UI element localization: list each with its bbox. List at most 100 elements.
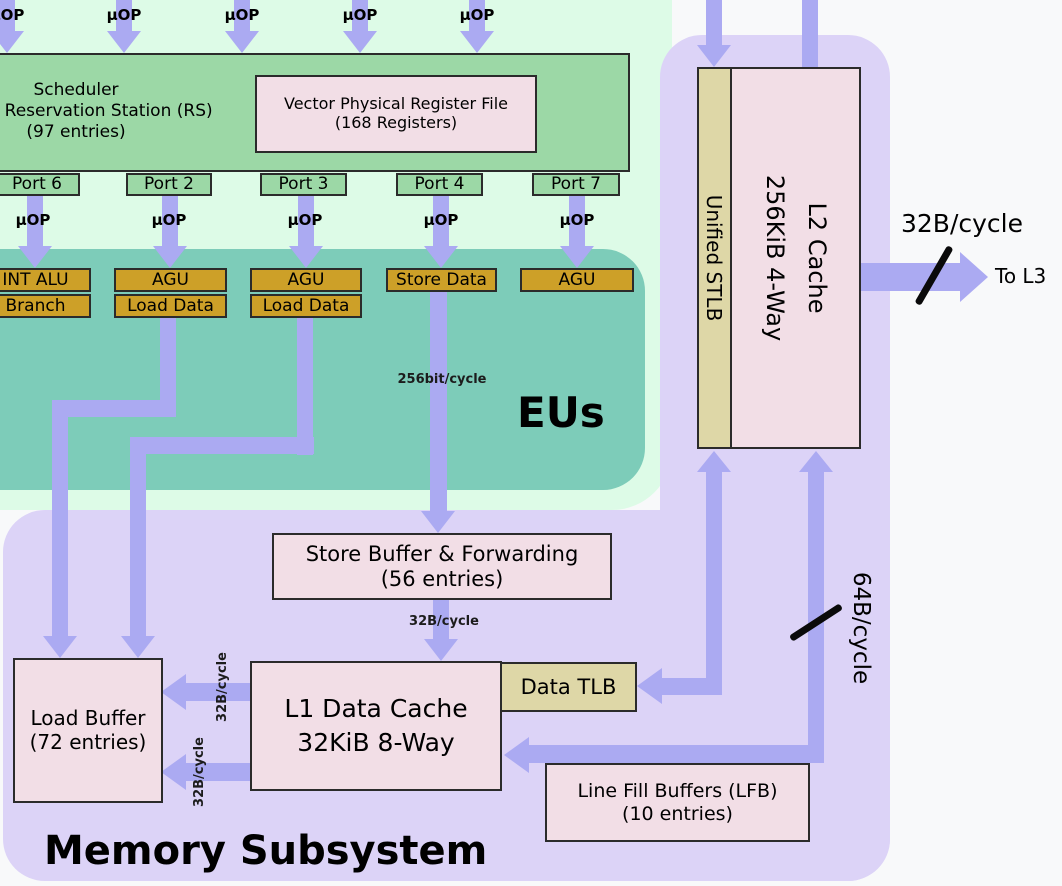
load-path-port2-arrowhead [43,636,77,658]
to-l3-label: To L3 [995,264,1047,288]
uop-arrowhead [225,31,259,53]
uop-label: μOP [0,6,25,24]
load-buffer-box: Load Buffer (72 entries) [13,658,163,803]
store-buffer-line1: Store Buffer & Forwarding [305,541,579,566]
uop-arrowhead [107,31,141,53]
l2-line1: L2 Cache [803,202,831,314]
l1-to-load-buffer-arrow1-head [161,674,186,710]
vprf-line2: (168 Registers) [334,113,458,132]
l1-line2: 32KiB 8-Way [297,728,455,757]
port-uop-label: μOP [559,211,595,229]
scheduler-label: Scheduler Unified Reservation Station (R… [0,80,302,143]
eus-title: EUs [517,388,605,437]
port6-uop-arrow-shaft [27,196,43,247]
uop-arrow-shaft [0,0,15,32]
port7-uop-arrowhead [560,246,594,268]
load-path-port2-segment [52,400,68,639]
store-buffer-to-l1-arrow-shaft [433,600,449,643]
load-path-port3-arrowhead [121,636,155,658]
port2-uop-arrow-shaft [162,196,178,247]
eu-port6-int-alu: INT ALU [0,268,91,292]
l1-load-bandwidth-label-2: 32B/cycle [192,737,207,807]
eu-port2-load-data: Load Data [114,294,227,318]
l2-to-l3-arrow-shaft [861,263,965,291]
l1-data-cache-box: L1 Data Cache 32KiB 8-Way [250,661,502,791]
memory-subsystem-title: Memory Subsystem [44,828,488,874]
port6-uop-arrowhead [18,246,52,268]
port-uop-label: μOP [287,211,323,229]
eu-port7-agu: AGU [520,268,634,292]
stlb-datatlb-segment [706,472,722,695]
eu-port2-agu: AGU [114,268,227,292]
eu-label: Branch [5,295,66,316]
load-path-port2-segment [52,400,176,417]
scheduler-line2: Unified Reservation Station (RS) [0,101,213,121]
uop-label: μOP [342,6,378,24]
store-data-arrow-shaft [430,292,447,513]
l1-line1: L1 Data Cache [284,694,468,724]
store-data-arrowhead [421,511,455,533]
port-7-label: Port 7 [551,174,601,195]
eu-port3-load-data: Load Data [250,294,362,318]
line-fill-buffers-box: Line Fill Buffers (LFB) (10 entries) [545,763,810,842]
stlb-up-arrowhead [697,451,731,472]
stlb-datatlb-segment [662,678,722,695]
scheduler-line3: (97 entries) [26,122,126,142]
l3-bandwidth-label: 32B/cycle [901,209,1023,238]
eu-label: Load Data [262,295,350,316]
port3-uop-arrow-shaft [298,196,314,247]
l2-top-arrow-shaft [802,0,818,68]
l1-fill-arrowhead [504,737,529,773]
stlb-top-arrowhead [697,45,731,67]
l2-l1-segment [528,745,824,763]
store-buffer-box: Store Buffer & Forwarding (56 entries) [272,533,612,600]
uop-arrow-shaft [234,0,250,32]
stlb-top-arrow-shaft [706,0,722,48]
uop-arrowhead [460,31,494,53]
l2-l1-bandwidth-label: 64B/cycle [848,571,874,685]
load-path-port3-segment [130,437,314,454]
l1-to-load-buffer-arrow2-head [161,754,186,790]
port4-uop-arrowhead [424,246,458,268]
store-buffer-to-l1-arrowhead [424,639,458,661]
port-6-label: Port 6 [12,174,62,195]
data-tlb-box: Data TLB [500,662,637,712]
load-path-port3-segment [130,437,146,638]
l2-line2: 256KiB 4-Way [761,174,789,342]
port-uop-label: μOP [151,211,187,229]
eu-port6-branch: Branch [0,294,91,318]
eu-label: AGU [558,269,596,290]
port-4-label: Port 4 [414,174,465,195]
datatlb-arrowhead [637,668,662,704]
l2-to-l3-arrowhead [960,252,988,302]
eu-port3-agu: AGU [250,268,362,292]
port7-uop-arrow-shaft [569,196,585,247]
uop-arrow-shaft [352,0,368,32]
l2-cache-label: L2 Cache 256KiB 4-Way [754,108,838,408]
load-buffer-line1: Load Buffer [30,705,146,730]
l2-cache-box [730,67,861,449]
lfb-line1: Line Fill Buffers (LFB) [577,780,778,803]
uop-arrow-shaft [469,0,485,32]
vector-register-file-box: Vector Physical Register File (168 Regis… [255,75,537,153]
eu-label: Store Data [396,269,487,290]
load-path-port3-segment [297,317,313,455]
port-uop-label: μOP [15,211,51,229]
l1-to-load-buffer-arrow1-shaft [186,683,250,701]
l1-load-bandwidth-label-1: 32B/cycle [215,652,230,722]
lfb-line2: (10 entries) [622,802,733,825]
port3-uop-arrowhead [289,246,323,268]
port-6-box: Port 6 [0,173,80,196]
eu-label: INT ALU [2,269,69,290]
uop-arrow-shaft [116,0,132,32]
eu-port4-store-data: Store Data [386,268,497,292]
l2-up-arrowhead [799,451,833,472]
data-tlb-label: Data TLB [520,674,617,699]
port-4-box: Port 4 [396,173,483,196]
uop-label: μOP [459,6,495,24]
store-data-bandwidth-label: 256bit/cycle [397,372,487,387]
unified-stlb-label: Unified STLB [702,194,726,322]
uop-label: μOP [224,6,260,24]
uop-arrowhead [343,31,377,53]
load-path-port2-segment [160,317,176,416]
